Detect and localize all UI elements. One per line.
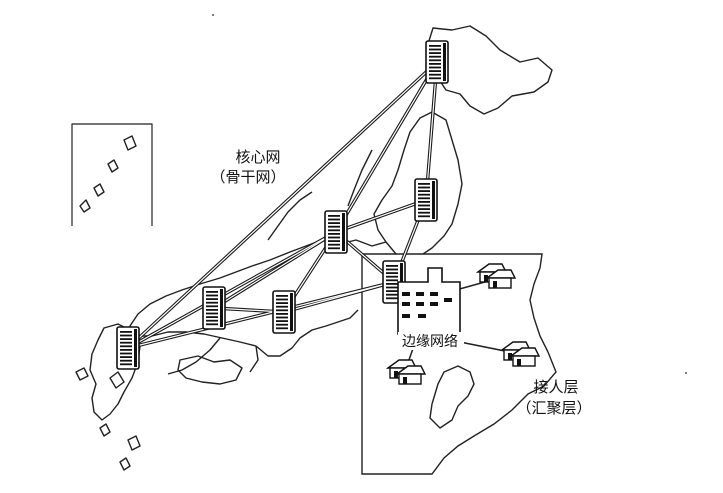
house-south [385,359,427,385]
house-icon [475,263,517,289]
edge-network-label: 边缘网络 [402,334,458,350]
house-east [499,341,541,367]
server-node-kinki [272,290,296,334]
server-tower-icon [324,210,348,254]
server-tower-icon [425,40,449,84]
server-tower-icon [414,178,438,222]
house-northeast [475,263,517,289]
server-node-chugoku [202,286,226,330]
core-network-label: 核心网 [235,148,280,166]
house-icon [385,359,427,385]
access-layer-label: 接人层 [533,378,578,396]
server-tower-icon [202,286,226,330]
server-tower-icon [116,326,140,370]
core-network-alias-label: （骨干网） [210,168,285,186]
server-node-hokkaido [425,40,449,84]
office-building-icon [397,267,461,335]
stray-dot [212,14,214,16]
server-node-kansai [324,210,348,254]
server-tower-icon [272,290,296,334]
server-node-tohoku [414,178,438,222]
stray-dot [685,372,687,374]
house-icon [499,341,541,367]
access-houses [385,263,541,385]
aggregation-layer-label: （汇聚层） [516,399,591,417]
server-node-kyushu [116,326,140,370]
core-nodes [116,40,449,370]
